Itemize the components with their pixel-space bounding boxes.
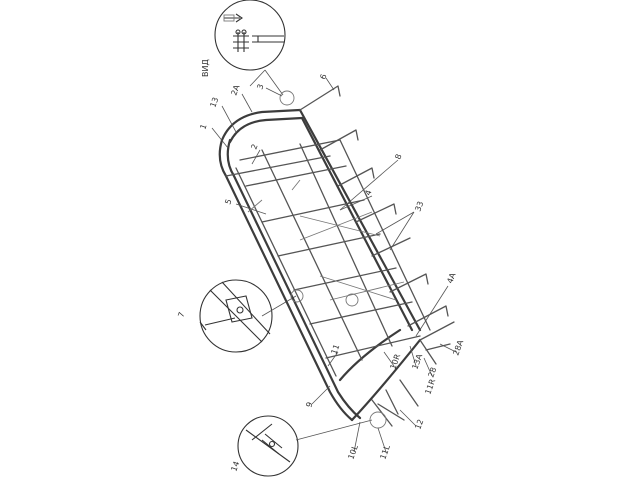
callout-c-3: 3 <box>255 83 265 91</box>
callout-c-28a: 28A <box>451 338 465 356</box>
callout-c-6: 6 <box>318 73 328 81</box>
callout-c-7: 7 <box>176 311 186 319</box>
callout-c-top-note: ВИД <box>201 59 210 77</box>
callout-c-13-top: 13 <box>208 96 220 109</box>
detail-view-left <box>199 279 297 353</box>
callout-c-2a: 2A <box>229 83 241 96</box>
leader-lines <box>211 77 457 453</box>
callout-c-2: 2 <box>249 143 259 151</box>
callout-c-4: 4 <box>363 189 373 197</box>
callout-c-28: 28 <box>426 366 438 379</box>
callout-c-4a: 4A <box>445 271 457 284</box>
callout-c-10l: 10L <box>346 443 360 460</box>
detail-view-top <box>214 0 286 96</box>
callout-c-11l: 11L <box>378 443 392 460</box>
callout-c-11r: 11R <box>423 377 437 395</box>
callout-c-8: 8 <box>393 153 403 161</box>
callout-c-9: 9 <box>304 401 314 409</box>
main-frame <box>218 85 455 429</box>
callout-c-11: 11 <box>329 343 341 356</box>
callout-c-33: 33 <box>413 200 425 213</box>
callout-c-5: 5 <box>223 198 233 206</box>
callout-c-12: 12 <box>413 418 425 431</box>
callout-c-10r: 10R <box>388 352 402 370</box>
callout-c-1: 1 <box>198 123 208 131</box>
callout-c-14: 14 <box>229 460 241 473</box>
